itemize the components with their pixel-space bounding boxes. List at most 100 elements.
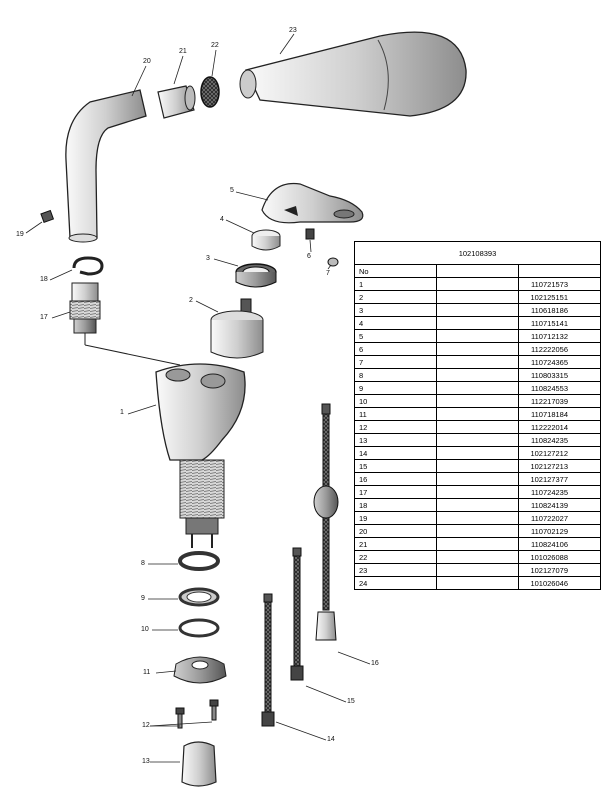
supply-hose-14 xyxy=(261,593,275,727)
table-row: 7 110724365 xyxy=(354,355,601,369)
aerator-screen xyxy=(200,76,220,108)
row-blank xyxy=(436,368,519,382)
table-row: 17 110724235 xyxy=(354,485,601,499)
row-part-code: 101026046 xyxy=(518,576,601,590)
table-title: 102108393 xyxy=(354,241,601,265)
row-number: 3 xyxy=(354,303,437,317)
row-part-code: 112222056 xyxy=(518,342,601,356)
header-code xyxy=(518,264,601,278)
callout-3: 3 xyxy=(206,255,210,262)
row-number: 14 xyxy=(354,446,437,460)
row-number: 13 xyxy=(354,433,437,447)
mounting-plate xyxy=(173,656,227,684)
row-blank xyxy=(436,524,519,538)
row-part-code: 110715141 xyxy=(518,316,601,330)
row-number: 5 xyxy=(354,329,437,343)
callout-23: 23 xyxy=(289,27,297,34)
row-part-code: 110721573 xyxy=(518,277,601,291)
hose-connector xyxy=(69,282,181,366)
washer-8 xyxy=(178,551,220,571)
row-part-code: 112222014 xyxy=(518,420,601,434)
row-part-code: 110724365 xyxy=(518,355,601,369)
row-blank xyxy=(436,459,519,473)
row-part-code: 110618186 xyxy=(518,303,601,317)
row-number: 20 xyxy=(354,524,437,538)
row-part-code: 101026088 xyxy=(518,550,601,564)
row-blank xyxy=(436,277,519,291)
spout-tube xyxy=(65,89,147,243)
callout-22: 22 xyxy=(211,42,219,49)
row-blank xyxy=(436,290,519,304)
mounting-bolts xyxy=(175,699,219,729)
row-blank xyxy=(436,550,519,564)
table-row: 3 110618186 xyxy=(354,303,601,317)
row-part-code: 102127213 xyxy=(518,459,601,473)
table-row: 12 112222014 xyxy=(354,420,601,434)
table-row: 6 112222056 xyxy=(354,342,601,356)
callout-10: 10 xyxy=(141,626,149,633)
row-part-code: 110724235 xyxy=(518,485,601,499)
row-blank xyxy=(436,394,519,408)
pull-out-hose-16 xyxy=(313,403,339,641)
callout-13: 13 xyxy=(142,758,150,765)
callout-12: 12 xyxy=(142,722,150,729)
row-number: 11 xyxy=(354,407,437,421)
row-blank xyxy=(436,420,519,434)
cartridge-nut xyxy=(235,263,277,288)
callout-9: 9 xyxy=(141,595,145,602)
row-number: 12 xyxy=(354,420,437,434)
row-number: 2 xyxy=(354,290,437,304)
row-part-code: 110722027 xyxy=(518,511,601,525)
mounting-nut xyxy=(181,741,217,787)
row-blank xyxy=(436,537,519,551)
callout-5: 5 xyxy=(230,187,234,194)
row-part-code: 110803315 xyxy=(518,368,601,382)
row-number: 22 xyxy=(354,550,437,564)
callout-20: 20 xyxy=(143,58,151,65)
table-row: 20 110702129 xyxy=(354,524,601,538)
callout-4: 4 xyxy=(220,216,224,223)
valve-cartridge xyxy=(210,298,264,359)
row-blank xyxy=(436,485,519,499)
row-number: 18 xyxy=(354,498,437,512)
row-number: 17 xyxy=(354,485,437,499)
row-part-code: 110718184 xyxy=(518,407,601,421)
callout-1: 1 xyxy=(120,409,124,416)
leader-lines xyxy=(25,33,371,763)
table-row: 22 101026088 xyxy=(354,550,601,564)
row-blank xyxy=(436,407,519,421)
handle-lever xyxy=(261,182,364,224)
row-number: 7 xyxy=(354,355,437,369)
row-part-code: 110702129 xyxy=(518,524,601,538)
table-row: 5 110712132 xyxy=(354,329,601,343)
row-blank xyxy=(436,433,519,447)
row-blank xyxy=(436,472,519,486)
set-screw xyxy=(40,209,55,224)
retaining-clip xyxy=(72,256,104,276)
callout-7: 7 xyxy=(326,270,330,277)
handle-screw xyxy=(305,228,315,240)
table-row: 11 110718184 xyxy=(354,407,601,421)
row-blank xyxy=(436,563,519,577)
row-blank xyxy=(436,355,519,369)
washer-9 xyxy=(178,587,220,607)
row-part-code: 110712132 xyxy=(518,329,601,343)
row-blank xyxy=(436,511,519,525)
spray-head xyxy=(239,31,467,117)
row-number: 16 xyxy=(354,472,437,486)
callout-21: 21 xyxy=(179,48,187,55)
row-part-code: 110824106 xyxy=(518,537,601,551)
row-number: 6 xyxy=(354,342,437,356)
callout-16: 16 xyxy=(371,660,379,667)
row-blank xyxy=(436,303,519,317)
row-number: 19 xyxy=(354,511,437,525)
faucet-body xyxy=(155,363,246,548)
